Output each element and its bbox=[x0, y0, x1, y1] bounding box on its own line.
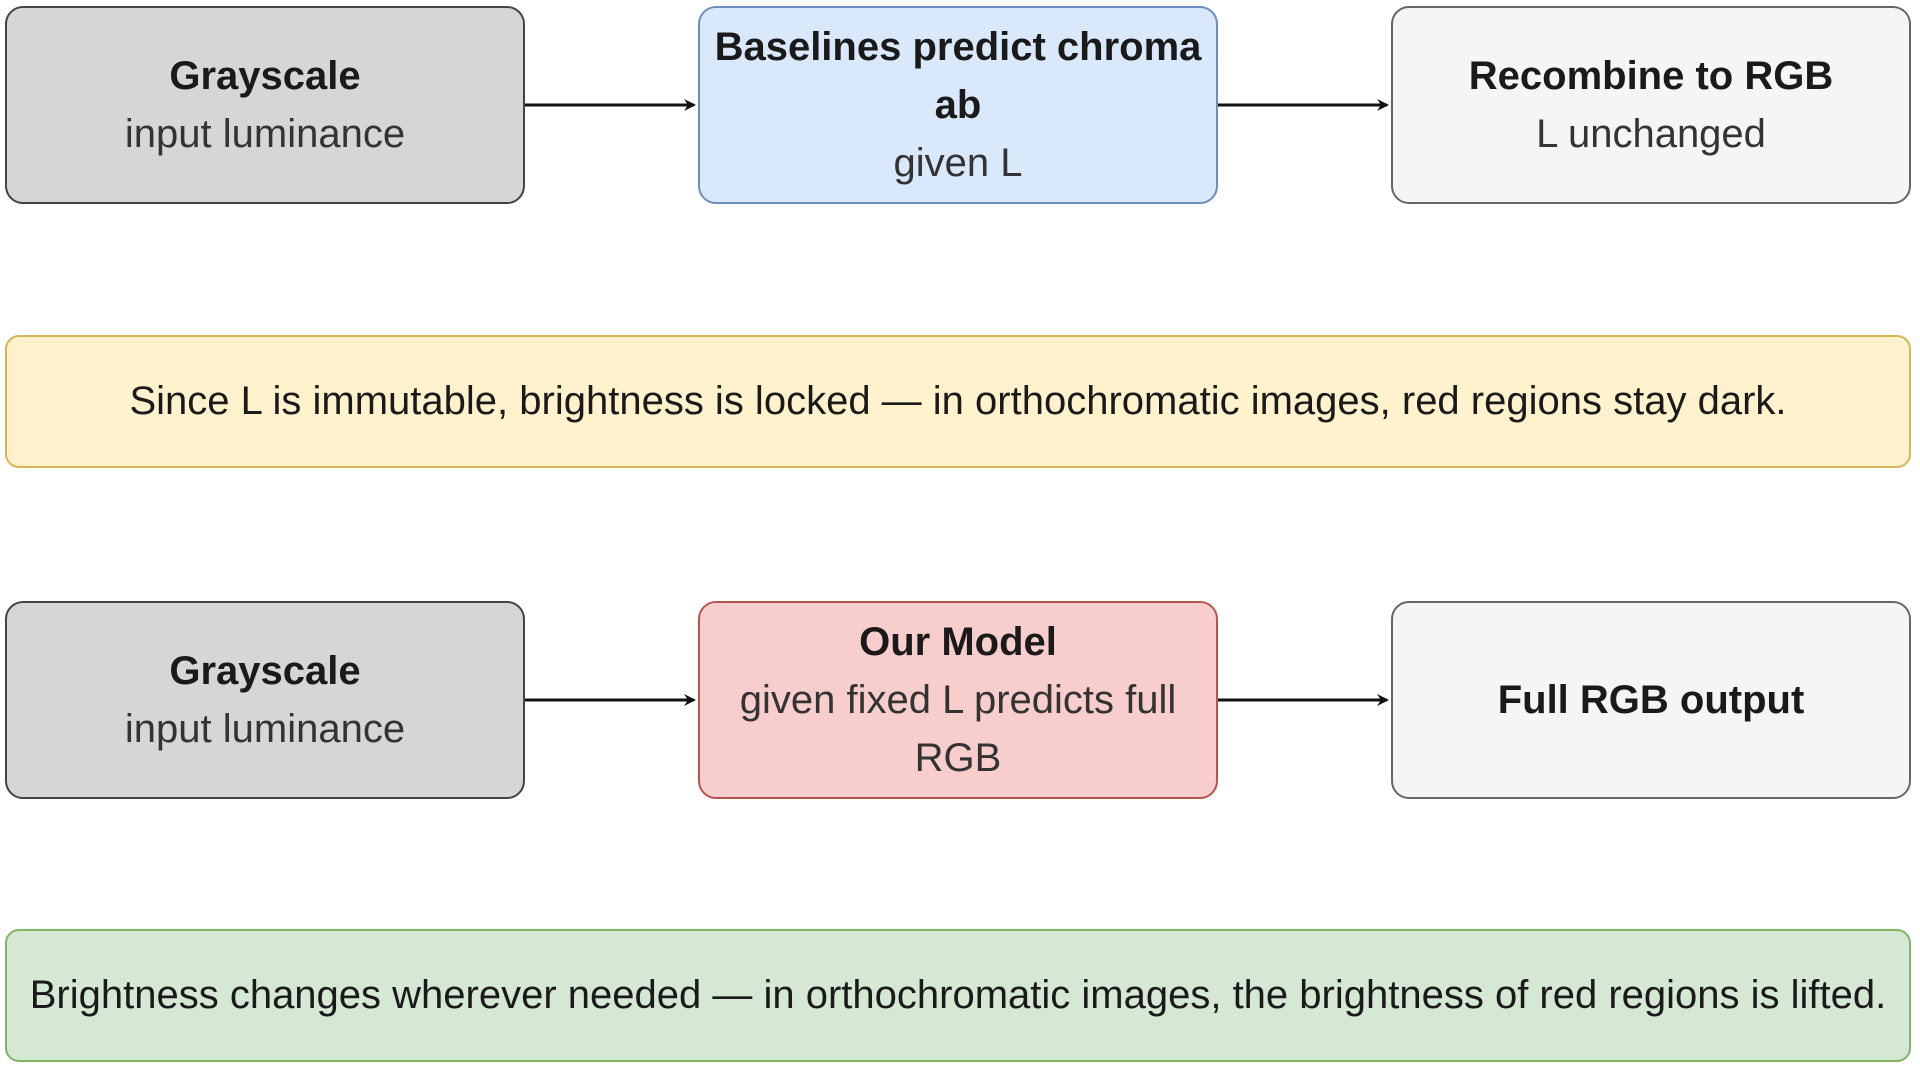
grayscale-title: Grayscale bbox=[169, 54, 361, 98]
grayscale-subtitle: input luminance bbox=[124, 707, 406, 751]
full-rgb-title: Full RGB output bbox=[1497, 678, 1805, 722]
our-model-title: Our Model bbox=[859, 620, 1057, 664]
baseline-limitation-text: Since L is immutable, brightness is lock… bbox=[129, 379, 1787, 423]
baselines-model-box: Baselines predict chroma ab given L bbox=[698, 6, 1218, 204]
recombine-title: Recombine to RGB bbox=[1468, 54, 1834, 98]
our-model-benefit-note: Brightness changes wherever needed — in … bbox=[5, 929, 1911, 1062]
our-model-subtitle: given fixed L predicts full RGB bbox=[739, 678, 1177, 780]
our-model-benefit-text: Brightness changes wherever needed — in … bbox=[29, 973, 1887, 1017]
grayscale-input-box-baseline: Grayscale input luminance bbox=[5, 6, 525, 204]
grayscale-subtitle: input luminance bbox=[124, 112, 406, 156]
recombine-output-box: Recombine to RGB L unchanged bbox=[1391, 6, 1911, 204]
baseline-limitation-note: Since L is immutable, brightness is lock… bbox=[5, 335, 1911, 468]
full-rgb-output-box: Full RGB output bbox=[1391, 601, 1911, 799]
baselines-subtitle: given L bbox=[893, 141, 1023, 185]
our-model-box: Our Model given fixed L predicts full RG… bbox=[698, 601, 1218, 799]
grayscale-title: Grayscale bbox=[169, 649, 361, 693]
baselines-title: Baselines predict chroma ab bbox=[714, 25, 1202, 127]
recombine-subtitle: L unchanged bbox=[1536, 112, 1766, 156]
grayscale-input-box-ours: Grayscale input luminance bbox=[5, 601, 525, 799]
